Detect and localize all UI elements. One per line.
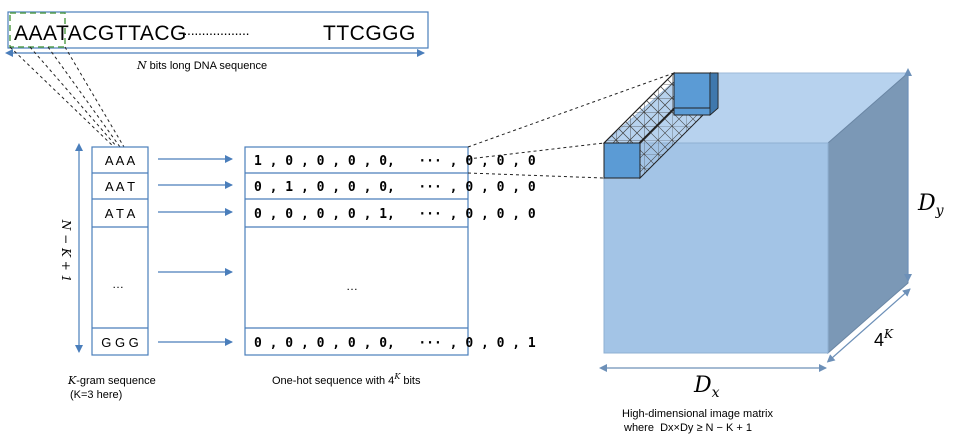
onehot-row: 0 , 0 , 0 , 0 , 0, ··· , 0 , 0 , 1 bbox=[254, 336, 536, 351]
depth-arrow bbox=[826, 288, 911, 363]
onehot-projection-lines bbox=[467, 72, 675, 179]
cube-caption-title: High-dimensional image matrix bbox=[622, 408, 774, 420]
dna-caption-rest: bits long DNA sequence bbox=[147, 60, 267, 72]
dy-sub: y bbox=[935, 203, 945, 219]
depth-label: 4K bbox=[874, 327, 894, 350]
onehot-row: 0 , 1 , 0 , 0 , 0, ··· , 0 , 0 , 0 bbox=[254, 180, 536, 195]
kgram-row: A T A bbox=[105, 206, 136, 221]
onehot-row: 0 , 0 , 0 , 0 , 1, ··· , 0 , 0 , 0 bbox=[254, 207, 536, 222]
window-projection-lines bbox=[9, 46, 125, 148]
cube-front-face bbox=[603, 142, 829, 354]
dna-sequence-box bbox=[7, 11, 429, 49]
onehot-caption-sup: K bbox=[393, 372, 401, 381]
kmer-window-highlight bbox=[9, 12, 66, 48]
dx-base: D bbox=[693, 373, 712, 398]
front-kernel-cube bbox=[603, 142, 641, 179]
dna-seq-head: AAATACGTTACG bbox=[14, 22, 187, 45]
onehot-caption: One-hot sequence with 4K bits bbox=[272, 372, 421, 387]
dy-label: Dy bbox=[917, 191, 945, 219]
kgram-row: G G G bbox=[101, 335, 139, 350]
kgram-caption-rest: -gram sequence bbox=[76, 375, 156, 387]
dna-seq-dots: ·················· bbox=[183, 25, 249, 41]
dna-seq-tail: TTCGGG bbox=[323, 22, 416, 45]
onehot-row: 1 , 0 , 0 , 0 , 0, ··· , 0 , 0 , 0 bbox=[254, 154, 536, 169]
kgram-column bbox=[91, 146, 149, 356]
dy-base: D bbox=[917, 191, 936, 216]
depth-sup: K bbox=[883, 327, 894, 341]
onehot-row: … bbox=[346, 279, 358, 293]
kgram-row: A A A bbox=[105, 153, 136, 168]
dna-caption: N bits long DNA sequence bbox=[136, 59, 267, 72]
kgram-caption-var: K bbox=[67, 374, 77, 387]
kgram-row: A A T bbox=[105, 179, 135, 194]
onehot-caption-tail: bits bbox=[400, 375, 421, 387]
dna-caption-var: N bbox=[136, 59, 147, 72]
onehot-table bbox=[244, 146, 469, 356]
kgram-count-label: N − K + 1 bbox=[59, 219, 73, 282]
cube-caption-condition: where Dx×Dy ≥ N − K + 1 bbox=[623, 422, 752, 434]
depth-base: 4 bbox=[874, 330, 884, 350]
dx-label: Dx bbox=[693, 373, 720, 401]
kgram-caption: K-gram sequence bbox=[67, 374, 156, 387]
kgram-caption-note: (K=3 here) bbox=[70, 389, 122, 401]
kgram-row: … bbox=[112, 277, 124, 291]
onehot-caption-main: One-hot sequence with 4 bbox=[272, 375, 394, 387]
encode-arrows bbox=[158, 155, 233, 346]
dx-sub: x bbox=[712, 385, 720, 401]
back-kernel-cube bbox=[673, 72, 719, 116]
